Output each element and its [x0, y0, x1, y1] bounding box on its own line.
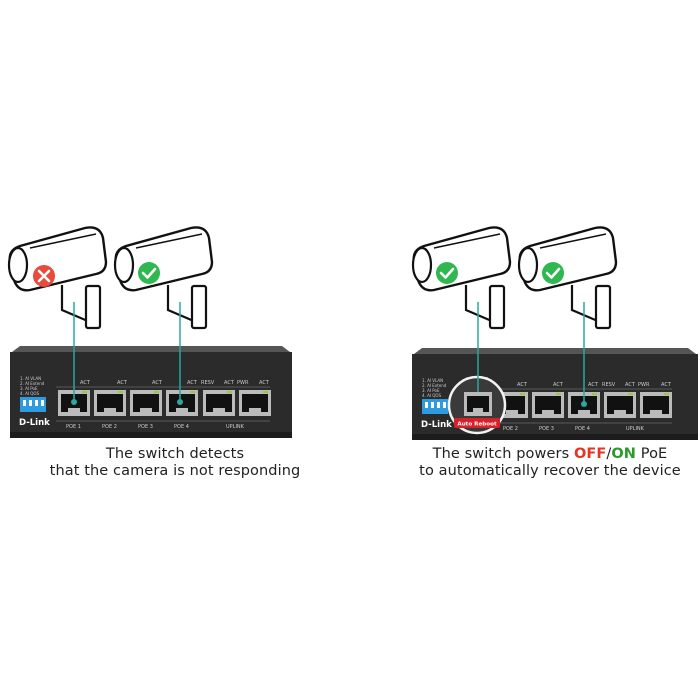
port-led-label: PWR	[638, 382, 650, 388]
port-led-label: ACT	[625, 382, 636, 388]
off-label: OFF	[574, 446, 606, 462]
on-label: ON	[611, 446, 636, 462]
port-uplink-1	[604, 392, 636, 418]
caption-text: The switch powers	[433, 446, 574, 462]
port-label: POE 2	[503, 426, 518, 432]
right-scenario-panel: 1. AI VLAN 2. AI Extend 3. AI PoE 4. AI …	[350, 0, 700, 700]
port-label: UPLINK	[226, 424, 245, 430]
port-led-label: ACT	[187, 380, 198, 386]
port-label: POE 4	[575, 426, 590, 432]
right-scenario-illustration: 1. AI VLAN 2. AI Extend 3. AI PoE 4. AI …	[350, 200, 700, 450]
port-uplink-1	[203, 390, 235, 416]
port-poe-2	[94, 390, 126, 416]
camera-2	[115, 227, 212, 328]
port-led-label: RESV	[602, 382, 616, 388]
caption-line-2: that the camera is not responding	[0, 463, 350, 480]
camera-1	[9, 227, 106, 328]
port-led-label: PWR	[237, 380, 249, 386]
port-led-label: ACT	[117, 380, 128, 386]
check-icon	[542, 262, 564, 284]
port-led-label: ACT	[661, 382, 672, 388]
port-uplink-2	[239, 390, 271, 416]
port-led-label: ACT	[224, 380, 235, 386]
brand-logo: D-Link	[19, 418, 50, 428]
port-poe-3	[532, 392, 564, 418]
port-uplink-2	[640, 392, 672, 418]
caption-line-2: to automatically recover the device	[375, 463, 700, 480]
port-label: POE 2	[102, 424, 117, 430]
check-icon	[138, 262, 160, 284]
auto-reboot-label: Auto Reboot	[457, 422, 497, 428]
camera-1	[413, 227, 510, 328]
network-switch: 1. AI VLAN 2. AI Extend 3. AI PoE 4. AI …	[10, 346, 292, 438]
port-led-label: ACT	[553, 382, 564, 388]
dip-label: 4. AI QOS	[422, 393, 442, 398]
check-icon	[436, 262, 458, 284]
left-caption: The switch detects that the camera is no…	[0, 446, 350, 480]
network-switch: 1. AI VLAN 2. AI Extend 3. AI PoE 4. AI …	[412, 348, 698, 440]
port-label: POE 3	[539, 426, 554, 432]
left-scenario-illustration: 1. AI VLAN 2. AI Extend 3. AI PoE 4. AI …	[0, 200, 350, 450]
caption-line-1: The switch powers OFF/ON PoE	[375, 446, 700, 463]
caption-text: PoE	[636, 446, 667, 462]
port-label: POE 1	[66, 424, 81, 430]
port-label: POE 3	[138, 424, 153, 430]
auto-reboot-badge: Auto Reboot	[454, 418, 500, 428]
caption-line-1: The switch detects	[0, 446, 350, 463]
port-led-label: RESV	[201, 380, 215, 386]
port-label: UPLINK	[626, 426, 645, 432]
port-led-label: ACT	[80, 380, 91, 386]
port-led-label: ACT	[259, 380, 270, 386]
brand-logo: D-Link	[421, 420, 452, 430]
port-led-label: ACT	[517, 382, 528, 388]
port-label: POE 4	[174, 424, 189, 430]
port-poe-3	[130, 390, 162, 416]
dip-label: 4. AI QOS	[20, 391, 40, 396]
right-caption: The switch powers OFF/ON PoE to automati…	[375, 446, 700, 480]
camera-2	[519, 227, 616, 328]
port-led-label: ACT	[152, 380, 163, 386]
left-scenario-panel: 1. AI VLAN 2. AI Extend 3. AI PoE 4. AI …	[0, 0, 350, 700]
port-led-label: ACT	[588, 382, 599, 388]
error-icon	[33, 265, 55, 287]
